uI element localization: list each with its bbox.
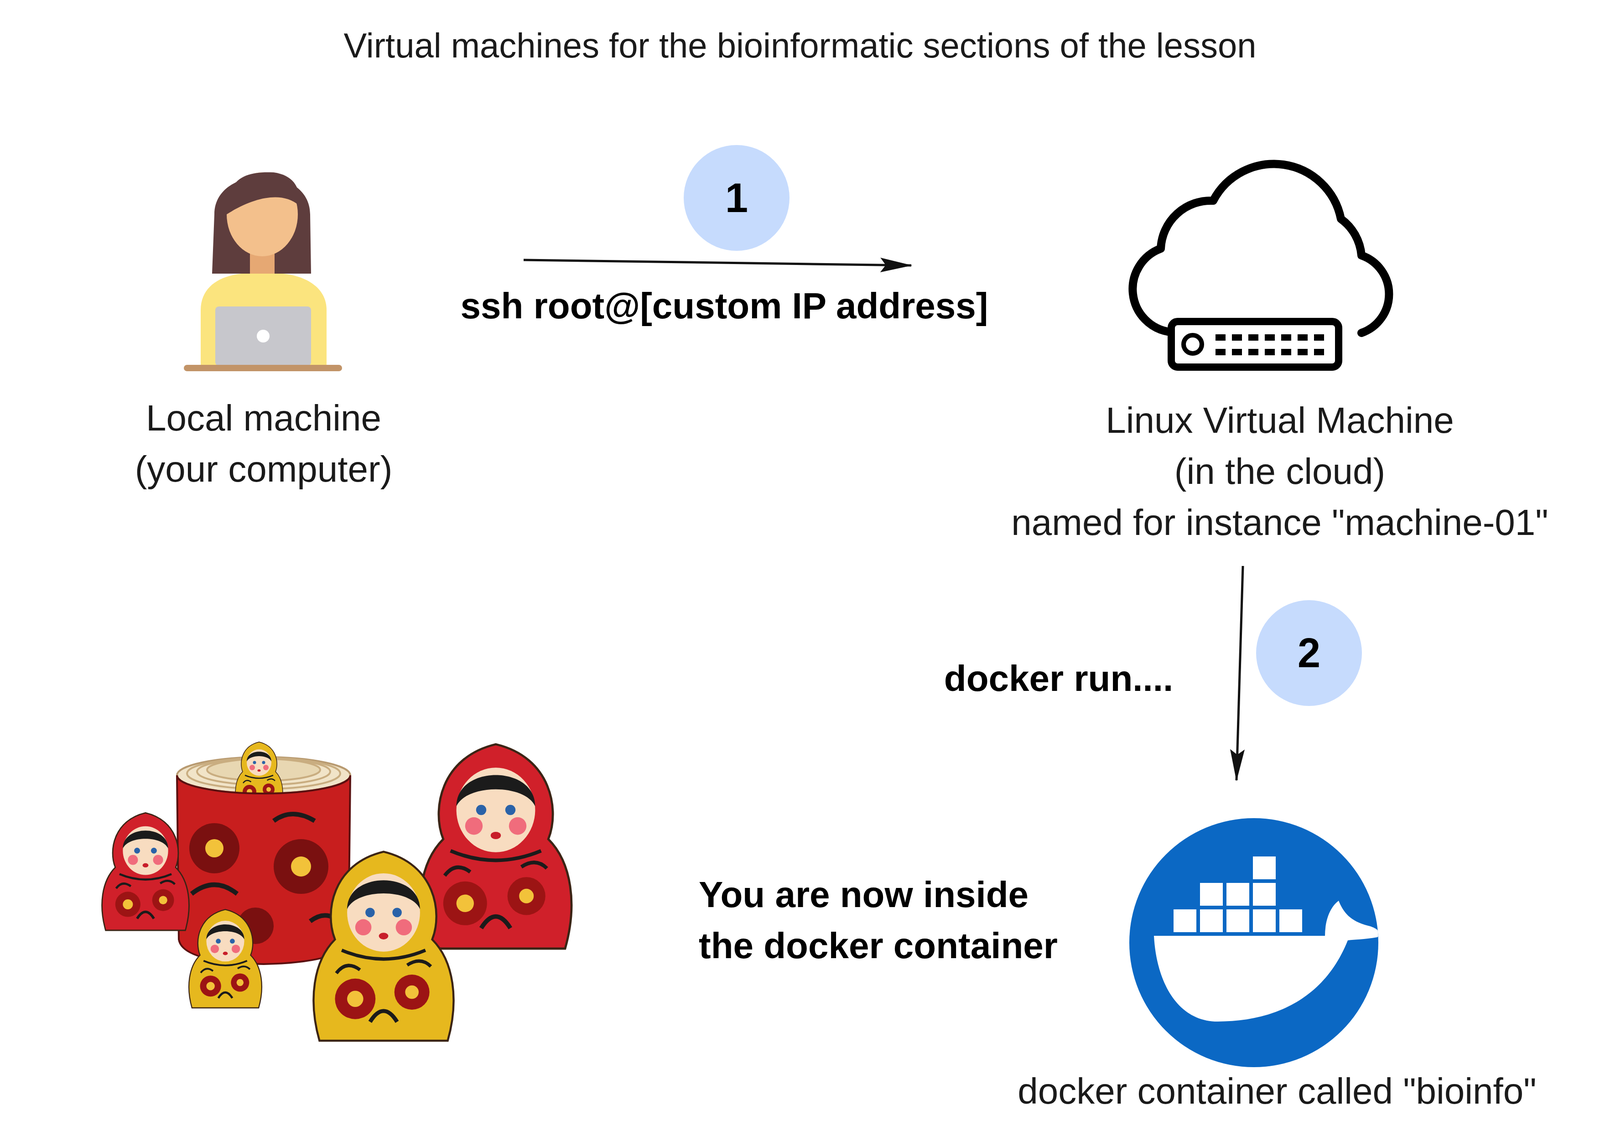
open-doll-base: [189, 823, 240, 874]
docker-logo: [1153, 900, 1380, 1022]
docker-logo: [1200, 909, 1223, 933]
matryoshka-dolls: [313, 851, 454, 1041]
cloud-server-icon: [1215, 334, 1325, 341]
docker-logo: [1153, 900, 1380, 1022]
open-doll-base: [273, 814, 315, 821]
note-text: You are now inside the docker container: [698, 869, 1082, 972]
matryoshka-dolls: [102, 812, 190, 931]
node-text: Linux Virtual Machine (in the cloud): [1092, 394, 1467, 498]
docker-logo: [1226, 883, 1250, 906]
open-doll-base: [290, 856, 312, 877]
person-icon: [226, 172, 300, 215]
person-icon: [256, 329, 270, 343]
node-text: named for instance "machine-01": [1011, 497, 1549, 549]
command-label: ssh root@[custom IP address]: [455, 283, 994, 329]
matryoshka-dolls: [420, 744, 572, 949]
person-icon: [215, 306, 312, 366]
docker-logo: [1252, 883, 1276, 906]
docker-logo: [1129, 818, 1380, 1068]
icon-node: Linux Virtual Machine (in the cloud)name…: [911, 155, 1591, 567]
cloud-server-icon: [1132, 163, 1389, 368]
callout-circle: [1256, 600, 1362, 707]
cloud-server-icon: [1132, 163, 1389, 333]
callout-number: 2: [1297, 630, 1321, 676]
cloud-server-icon: [1183, 335, 1202, 354]
matryoshka-dolls: [188, 909, 262, 1008]
node-text: docker container called "bioinfo": [1017, 1065, 1537, 1117]
cloud-server-icon: [1171, 321, 1339, 368]
open-doll-base: [205, 839, 224, 858]
icon-node: docker container called "bioinfo": [985, 780, 1569, 1117]
arrow-connector: [523, 259, 912, 266]
open-doll-base: [273, 839, 329, 894]
matryoshka-dolls: [102, 742, 572, 1041]
docker-logo: [1279, 909, 1303, 933]
command-label: docker run....: [938, 655, 1179, 702]
callout-number: 1: [725, 175, 749, 221]
open-doll-base: [191, 884, 238, 894]
docker-logo: [1252, 856, 1276, 880]
diagram-title: Virtual machines for the bioinformatic s…: [0, 22, 1600, 69]
callout-circle: [683, 145, 790, 251]
cloud-server-icon: [1215, 348, 1325, 356]
docker-logo: [1200, 883, 1223, 906]
docker-logo: [1173, 909, 1197, 933]
docker-logo: [1226, 909, 1250, 933]
docker-logo: [1252, 909, 1276, 933]
person-icon: [183, 364, 343, 372]
arrow-connector: [1236, 566, 1243, 781]
node-text: Local machine (your computer): [117, 392, 410, 495]
icon-node: Local machine (your computer): [9, 155, 524, 495]
person-icon: [183, 172, 343, 372]
